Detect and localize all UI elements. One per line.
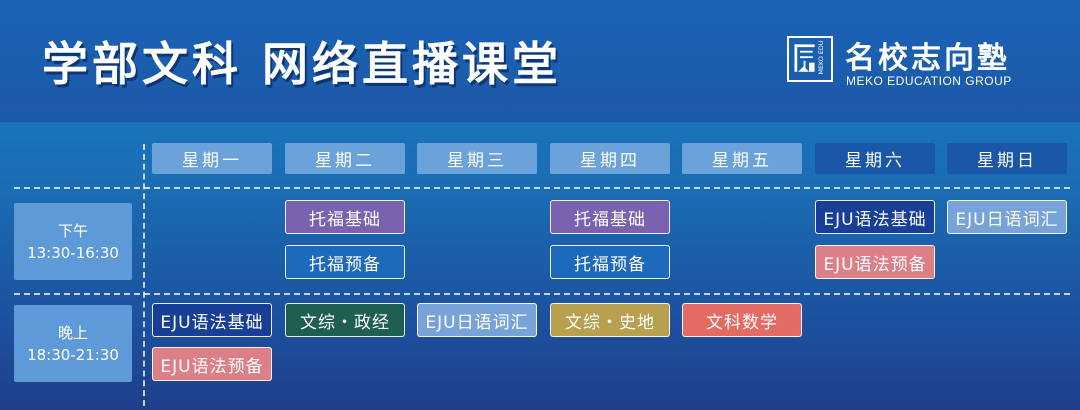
course-mon-evening-1: EJU语法基础 bbox=[152, 303, 272, 337]
page-title: 学部文科 网络直播课堂 bbox=[42, 37, 563, 91]
course-sat-afternoon-2: EJU语法预备 bbox=[815, 245, 935, 279]
day-header-thu: 星期四 bbox=[550, 143, 670, 174]
slot-evening: 晚上 18:30-21:30 bbox=[14, 305, 132, 382]
day-header-wed: 星期三 bbox=[417, 143, 537, 174]
day-header-sun: 星期日 bbox=[947, 143, 1067, 174]
column-divider bbox=[143, 144, 145, 406]
brand-name-en: MEKO EDUCATION GROUP bbox=[846, 74, 1012, 88]
course-thu-afternoon-1: 托福基础 bbox=[550, 200, 670, 234]
course-thu-evening-1: 文综・史地 bbox=[550, 303, 670, 337]
course-sun-afternoon-1: EJU日语词汇 bbox=[947, 200, 1067, 234]
header-bar: 学部文科 网络直播课堂 MEKO EDU 名校志向塾 MEKO EDUCATIO… bbox=[0, 0, 1080, 122]
slot-afternoon-time: 13:30-16:30 bbox=[27, 243, 119, 262]
course-tue-afternoon-1: 托福基础 bbox=[285, 200, 405, 234]
day-header-sat: 星期六 bbox=[815, 143, 935, 174]
slot-evening-time: 18:30-21:30 bbox=[27, 345, 119, 364]
course-tue-afternoon-2: 托福预备 bbox=[285, 245, 405, 279]
course-tue-evening-1: 文综・政经 bbox=[285, 303, 405, 337]
course-mon-evening-2: EJU语法预备 bbox=[152, 347, 272, 381]
course-sat-afternoon-1: EJU语法基础 bbox=[815, 200, 935, 234]
row-divider-top bbox=[14, 187, 1070, 189]
slot-afternoon-label: 下午 bbox=[57, 221, 88, 240]
course-wed-evening-1: EJU日语词汇 bbox=[417, 303, 537, 337]
course-fri-evening-1: 文科数学 bbox=[682, 303, 802, 337]
day-header-fri: 星期五 bbox=[682, 143, 802, 174]
brand-name-cn: 名校志向塾 bbox=[845, 41, 1010, 76]
row-divider-middle bbox=[14, 293, 1070, 295]
slot-evening-label: 晚上 bbox=[57, 323, 88, 342]
logo-mark-text: MEKO EDU bbox=[817, 40, 825, 74]
course-thu-afternoon-2: 托福预备 bbox=[550, 245, 670, 279]
slot-afternoon: 下午 13:30-16:30 bbox=[14, 203, 132, 280]
day-header-tue: 星期二 bbox=[285, 143, 405, 174]
day-header-mon: 星期一 bbox=[152, 143, 272, 174]
meko-logo-icon: MEKO EDU bbox=[787, 36, 833, 82]
